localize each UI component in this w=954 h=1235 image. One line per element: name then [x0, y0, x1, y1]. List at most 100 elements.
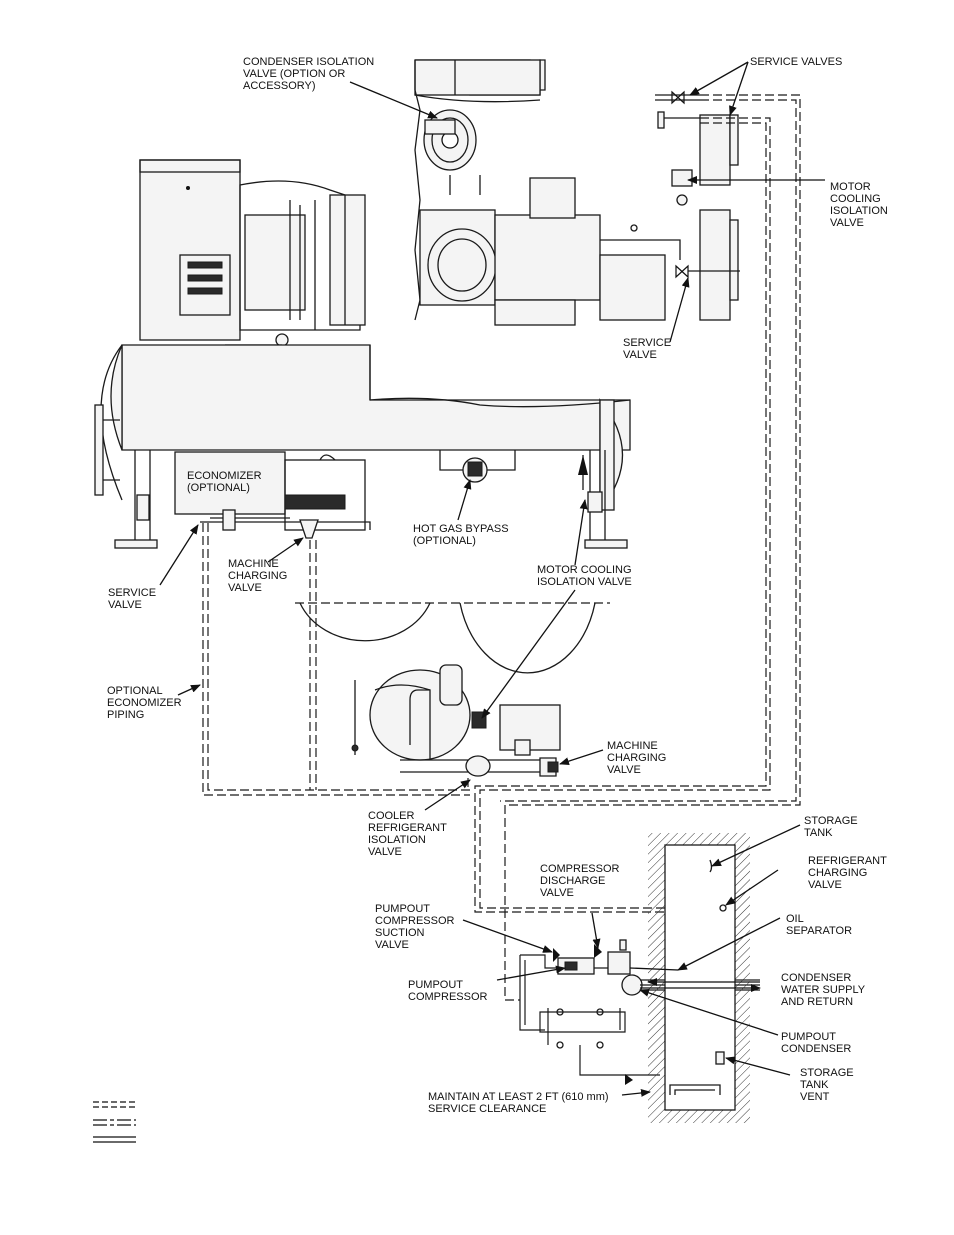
label-line: SUCTION	[375, 927, 425, 939]
label-line: DISCHARGE	[540, 875, 605, 887]
label-line: ISOLATION VALVE	[537, 576, 632, 588]
label-line: SERVICE	[623, 337, 671, 349]
chiller-end-view	[295, 602, 610, 777]
label-line: COMPRESSOR	[540, 863, 620, 875]
control-panel-top	[139, 159, 241, 173]
storage-tank-area	[648, 833, 750, 1123]
label-line: VALVE	[607, 764, 641, 776]
label-line: REFRIGERANT	[808, 855, 887, 867]
label-line: OPTIONAL	[107, 685, 163, 697]
cooler-waterbox-flange	[699, 209, 731, 321]
compressor-top	[494, 214, 601, 301]
label-line: WATER SUPPLY	[781, 984, 866, 996]
chiller-top-view	[414, 59, 740, 326]
filter-drier	[439, 664, 463, 706]
motor-cooling-valve-side	[578, 455, 588, 490]
cooler-end	[459, 602, 596, 674]
label-line: COOLER	[368, 810, 415, 822]
label-line: PUMPOUT	[408, 979, 463, 991]
label-line: OIL	[786, 913, 804, 925]
label-line: CHARGING	[808, 867, 867, 879]
machine-charging-valve-body	[299, 519, 319, 539]
compressor-assembly-side	[179, 180, 366, 347]
label-line: SEPARATOR	[786, 925, 852, 937]
label-service-valves: SERVICE VALVES	[750, 56, 842, 68]
label-line: REFRIGERANT	[368, 822, 447, 834]
label-line: MAINTAIN AT LEAST 2 FT (610 mm)	[428, 1091, 609, 1103]
label-line: PIPING	[107, 709, 144, 721]
label-line: PUMPOUT	[375, 903, 430, 915]
label-line: COMPRESSOR	[408, 991, 488, 1003]
label-line: ECONOMIZER	[107, 697, 182, 709]
label-line: TANK	[804, 827, 833, 839]
label-line: COOLING	[830, 193, 881, 205]
label-line: SERVICE	[108, 587, 156, 599]
condenser-top	[414, 59, 541, 96]
storage-tank-level	[709, 859, 713, 873]
economizer-service-valve	[222, 509, 236, 531]
line-style-legend	[93, 1101, 136, 1143]
label-service-clearance: MAINTAIN AT LEAST 2 FT (610 mm)SERVICE C…	[428, 1091, 609, 1115]
leader-lines	[159, 61, 825, 1097]
label-line: VALVE	[540, 887, 574, 899]
label-line: CONDENSER	[781, 1043, 851, 1055]
label-line: VALVE	[830, 217, 864, 229]
chiller-side-view	[94, 159, 631, 549]
label-line: VALVE	[368, 846, 402, 858]
condenser-end	[299, 602, 431, 642]
label-line: HOT GAS BYPASS	[413, 523, 509, 535]
label-line: SERVICE VALVES	[750, 56, 842, 68]
pumpout-condenser-drawing	[621, 974, 643, 996]
label-line: (OPTIONAL)	[413, 535, 476, 547]
economizer-vessel	[174, 451, 286, 515]
label-line: ECONOMIZER	[187, 470, 262, 482]
label-line: CONDENSER ISOLATION	[243, 56, 374, 68]
label-line: VALVE	[808, 879, 842, 891]
label-line: ACCESSORY)	[243, 80, 316, 92]
condenser-isolation-valve-drawing	[423, 109, 477, 171]
refrigerant-piping	[202, 94, 801, 1001]
label-line: COMPRESSOR	[375, 915, 455, 927]
label-line: ISOLATION	[830, 205, 888, 217]
label-line: VALVE	[228, 582, 262, 594]
service-valve-top	[671, 90, 685, 105]
label-line: VENT	[800, 1091, 830, 1103]
support-leg-left	[114, 450, 158, 549]
motor-cooling-valve-top	[671, 169, 693, 206]
label-line: STORAGE	[804, 815, 858, 827]
label-economizer: ECONOMIZER(OPTIONAL)	[187, 470, 262, 494]
storage-tank	[664, 844, 736, 1111]
cooler-shell	[121, 344, 631, 451]
support-leg-right	[584, 450, 628, 549]
cooler-head-left	[110, 344, 123, 451]
label-line: VALVE (OPTION OR	[243, 68, 345, 80]
label-line: VALVE	[623, 349, 657, 361]
hot-gas-bypass-valve	[439, 450, 516, 483]
condenser-waterbox-flange	[699, 114, 731, 186]
label-hot-gas-bypass: HOT GAS BYPASS(OPTIONAL)	[413, 523, 509, 547]
label-line: STORAGE	[800, 1067, 854, 1079]
waterbox-flange-left	[94, 404, 104, 496]
label-line: SERVICE CLEARANCE	[428, 1103, 546, 1115]
label-line: MACHINE	[228, 558, 279, 570]
label-line: VALVE	[108, 599, 142, 611]
label-line: CONDENSER	[781, 972, 851, 984]
label-line: TANK	[800, 1079, 829, 1091]
